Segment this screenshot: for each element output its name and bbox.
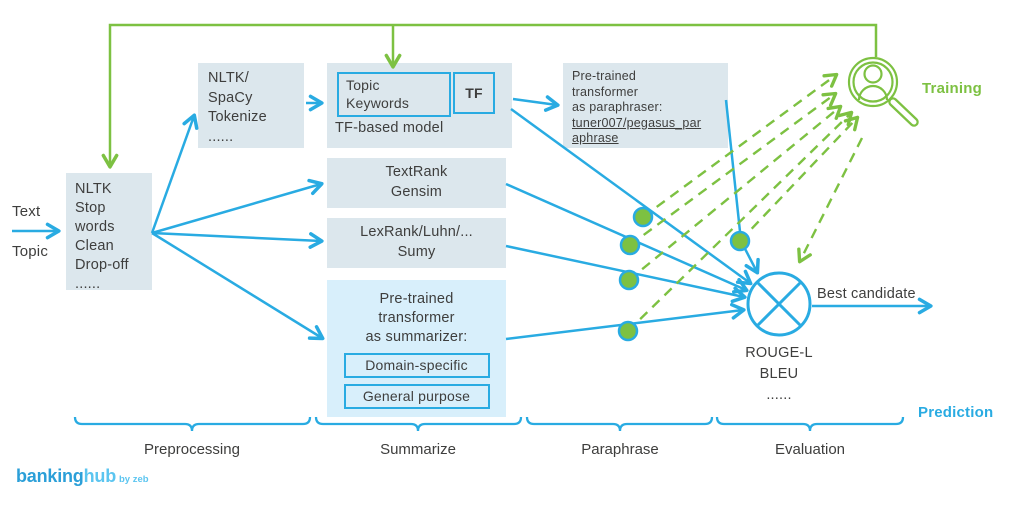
logo-part-banking: banking bbox=[16, 466, 84, 486]
training-to-eval-dashed-arrow bbox=[797, 137, 864, 264]
arrow-to-tokenize bbox=[150, 113, 199, 234]
best-candidate-label: Best candidate bbox=[817, 286, 916, 302]
textrank-box: TextRank Gensim bbox=[327, 158, 506, 208]
training-dashed-arrow-5 bbox=[739, 115, 860, 242]
arrow-to-lexrank bbox=[151, 231, 324, 249]
stage-summarize-label: Summarize bbox=[380, 441, 456, 458]
domain-specific-box: Domain-specific bbox=[343, 353, 490, 378]
input-topic-label: Topic bbox=[12, 243, 49, 260]
bracket-evaluation bbox=[715, 416, 905, 432]
paraphraser-box: Pre-trained transformer as paraphraser: … bbox=[563, 63, 728, 148]
sample-dot-4 bbox=[617, 320, 639, 342]
sample-dot-3 bbox=[618, 269, 640, 291]
line-textrank-to-eval bbox=[505, 182, 749, 294]
paraphraser-model-link[interactable]: tuner007/pegasus_par aphrase bbox=[572, 115, 702, 146]
summarizer-box: Pre-trained transformer as summarizer: D… bbox=[327, 280, 506, 417]
stage-paraphrase-label: Paraphrase bbox=[581, 441, 659, 458]
input-text-label: Text bbox=[12, 203, 41, 220]
tf-model-caption: TF-based model bbox=[335, 120, 444, 136]
tf-box: TF bbox=[453, 72, 495, 114]
topic-keywords-box: Topic Keywords bbox=[337, 72, 451, 117]
preprocess-box: NLTK Stop words Clean Drop-off ...... bbox=[66, 173, 152, 292]
bracket-summarize bbox=[314, 416, 523, 432]
tokenize-box: NLTK/ SpaCy Tokenize ...... bbox=[198, 63, 304, 148]
general-purpose-box: General purpose bbox=[343, 384, 490, 409]
training-label: Training bbox=[922, 80, 982, 97]
bracket-preprocessing bbox=[73, 416, 312, 432]
logo-part-hub: hub bbox=[83, 466, 117, 486]
line-paraphraser-to-eval bbox=[724, 99, 760, 275]
person-search-icon bbox=[847, 56, 919, 127]
sample-dot-5 bbox=[729, 230, 751, 252]
line-lexrank-to-eval bbox=[505, 244, 747, 304]
stage-evaluation-label: Evaluation bbox=[774, 441, 846, 458]
bracket-paraphrase bbox=[525, 416, 714, 432]
lexrank-box: LexRank/Luhn/... Sumy bbox=[327, 218, 506, 268]
logo-suffix: by zeb bbox=[119, 474, 149, 485]
arrow-to-textrank bbox=[151, 178, 324, 235]
arrow-tf-to-paraphraser bbox=[512, 95, 560, 112]
stage-preprocessing-label: Preprocessing bbox=[144, 441, 240, 458]
prediction-label: Prediction bbox=[918, 404, 994, 421]
line-summarizer-to-eval bbox=[505, 302, 746, 341]
tf-model-box: Topic Keywords TF TF-based model bbox=[327, 63, 512, 148]
arrow-to-summarizer bbox=[151, 231, 325, 341]
sample-dot-2 bbox=[619, 234, 641, 256]
evaluation-metrics: ROUGE-L BLEU ...... bbox=[745, 345, 813, 403]
crossed-circle-icon bbox=[746, 271, 812, 337]
sample-dot-1 bbox=[632, 206, 654, 228]
